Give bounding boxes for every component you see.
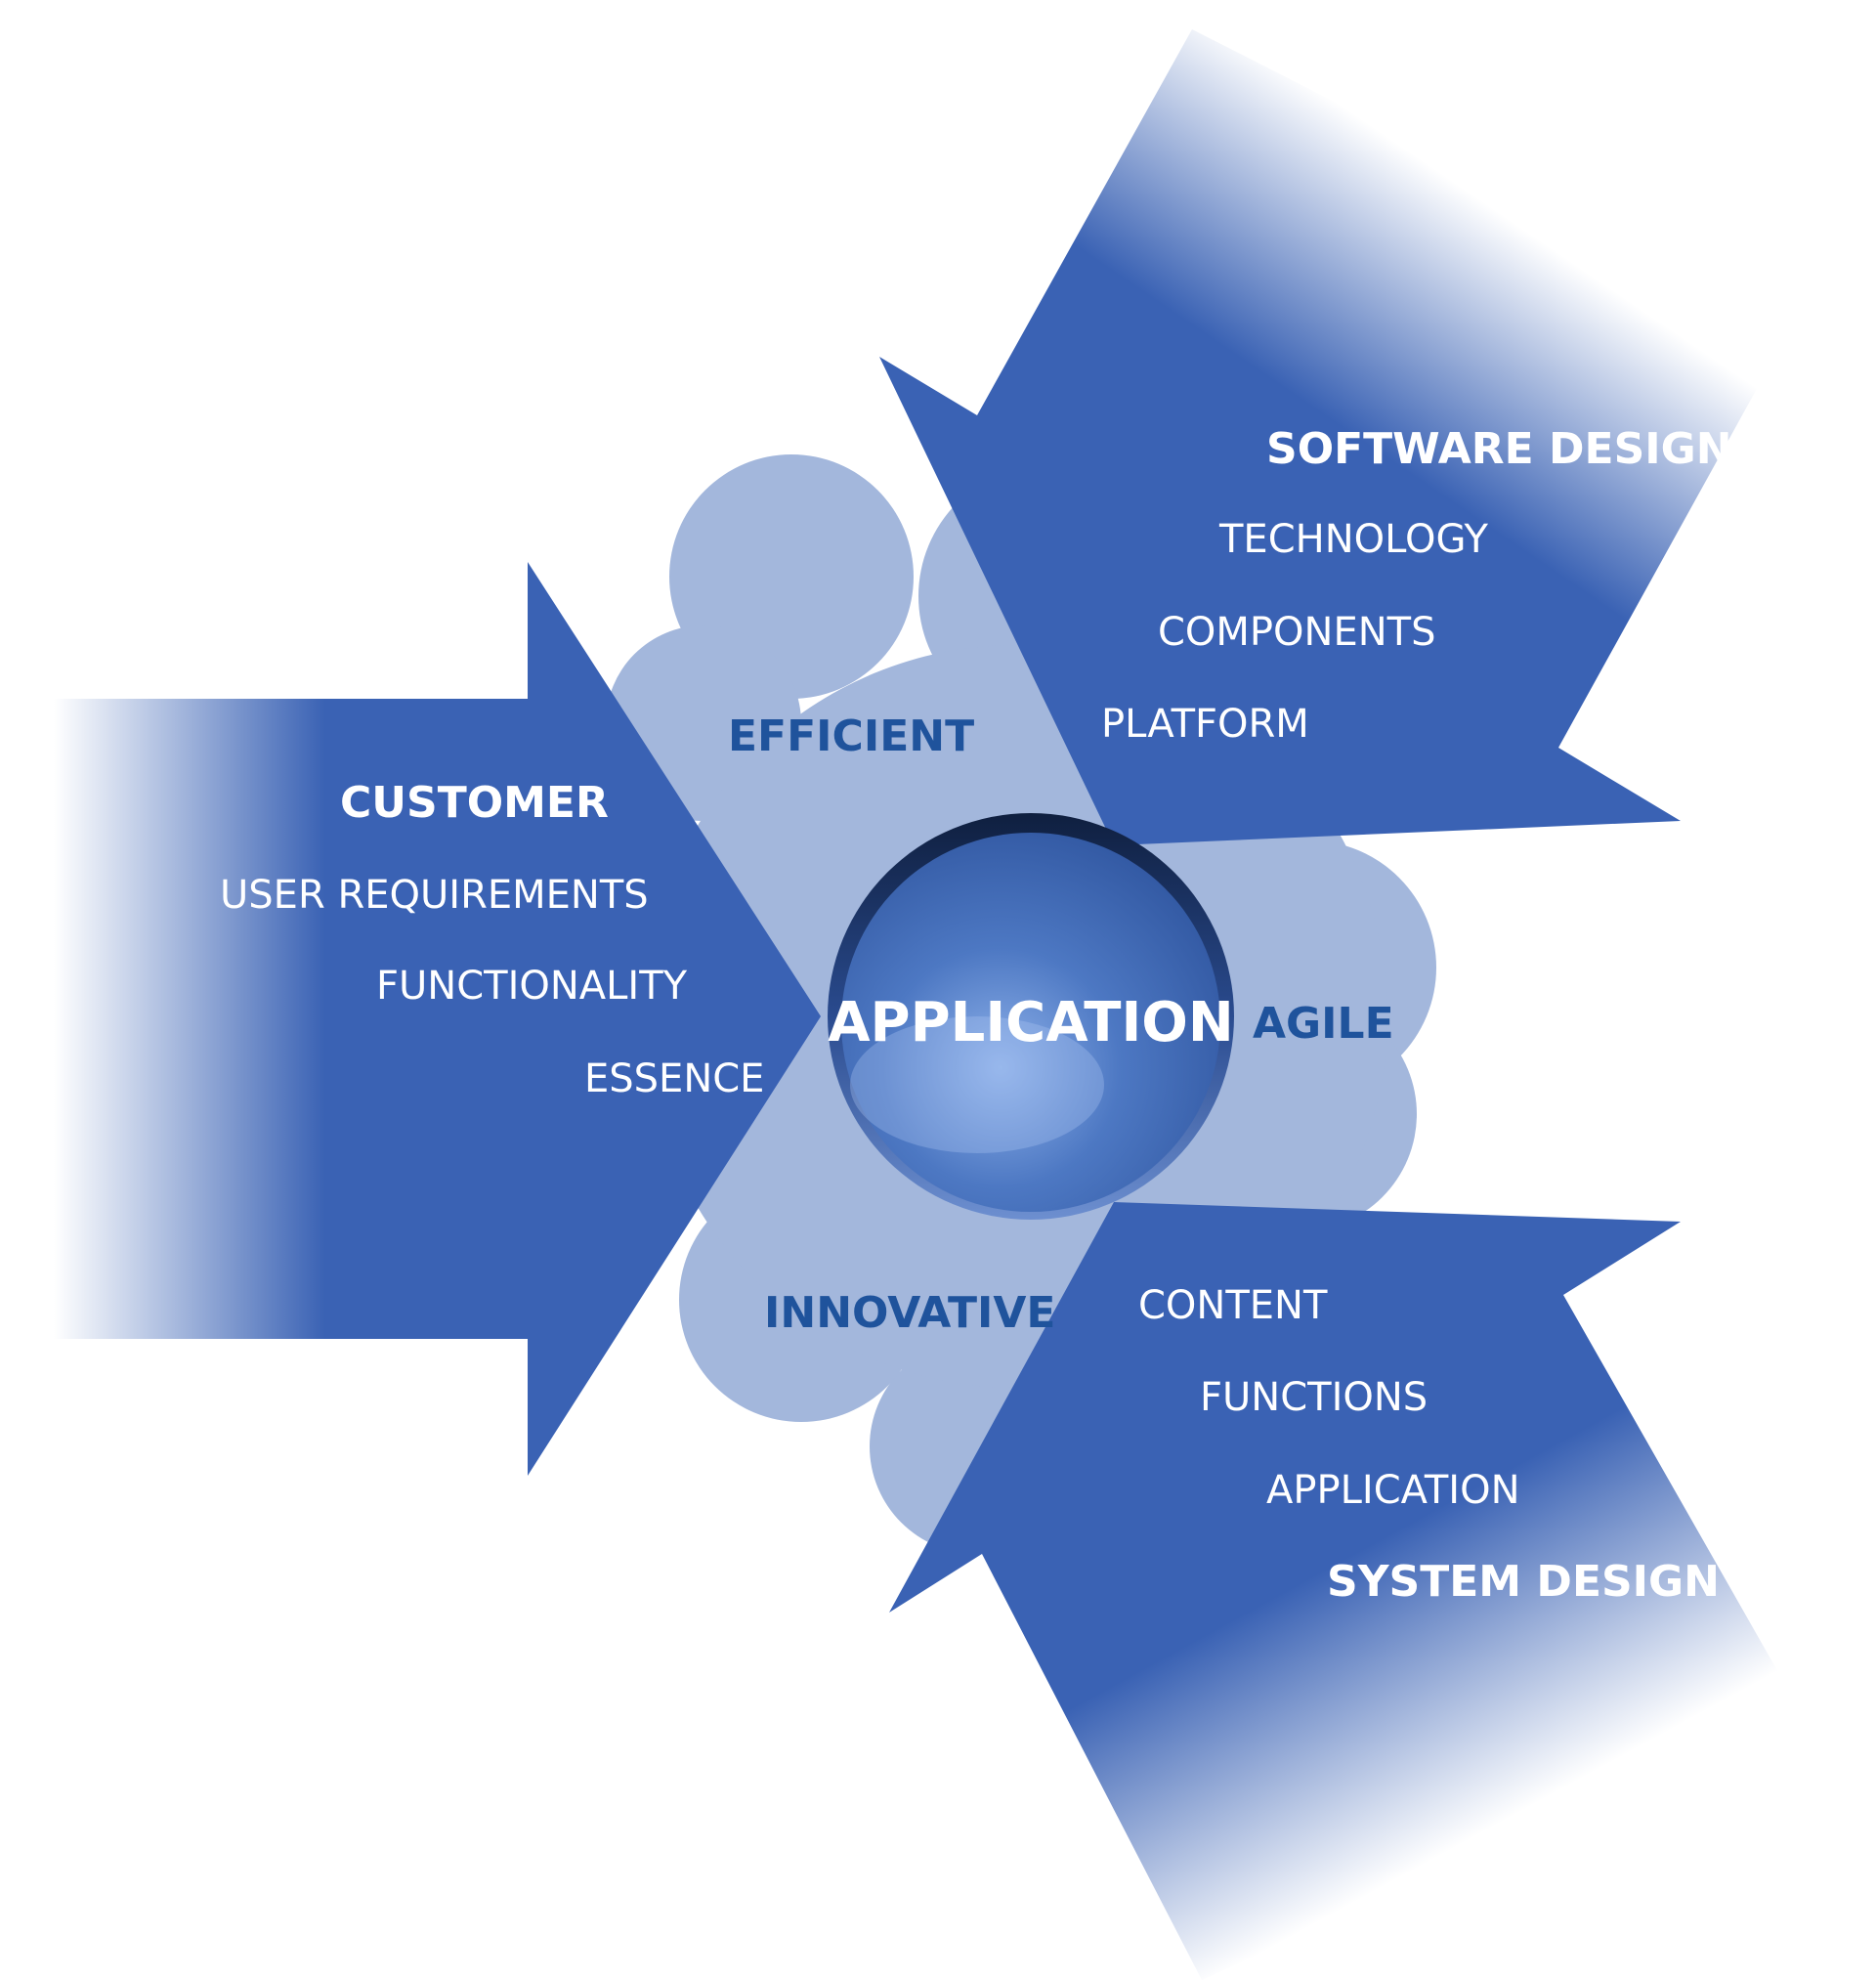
- center-label: APPLICATION: [828, 991, 1234, 1055]
- application-sphere: [828, 813, 1234, 1220]
- software-design-arrow: [879, 29, 1788, 845]
- customer-item-functionality: FUNCTIONALITY: [376, 964, 688, 1009]
- quality-efficient: EFFICIENT: [728, 711, 974, 761]
- software-design-item-technology: TECHNOLOGY: [1218, 517, 1488, 562]
- software-design-item-components: COMPONENTS: [1158, 610, 1435, 655]
- customer-item-user-requirements: USER REQUIREMENTS: [220, 873, 649, 918]
- customer-heading: CUSTOMER: [340, 778, 609, 828]
- system-design-heading: SYSTEM DESIGN: [1327, 1557, 1720, 1607]
- software-design-heading: SOFTWARE DESIGN: [1266, 424, 1732, 474]
- quality-agile: AGILE: [1253, 999, 1394, 1049]
- software-design-item-platform: PLATFORM: [1101, 702, 1309, 747]
- system-design-item-application: APPLICATION: [1266, 1468, 1520, 1513]
- system-design-arrow: [889, 1202, 1803, 1980]
- customer-item-essence: ESSENCE: [584, 1056, 764, 1101]
- system-design-item-content: CONTENT: [1138, 1283, 1328, 1328]
- system-design-item-functions: FUNCTIONS: [1200, 1375, 1428, 1420]
- quality-innovative: INNOVATIVE: [764, 1288, 1055, 1338]
- customer-arrow: [54, 562, 821, 1476]
